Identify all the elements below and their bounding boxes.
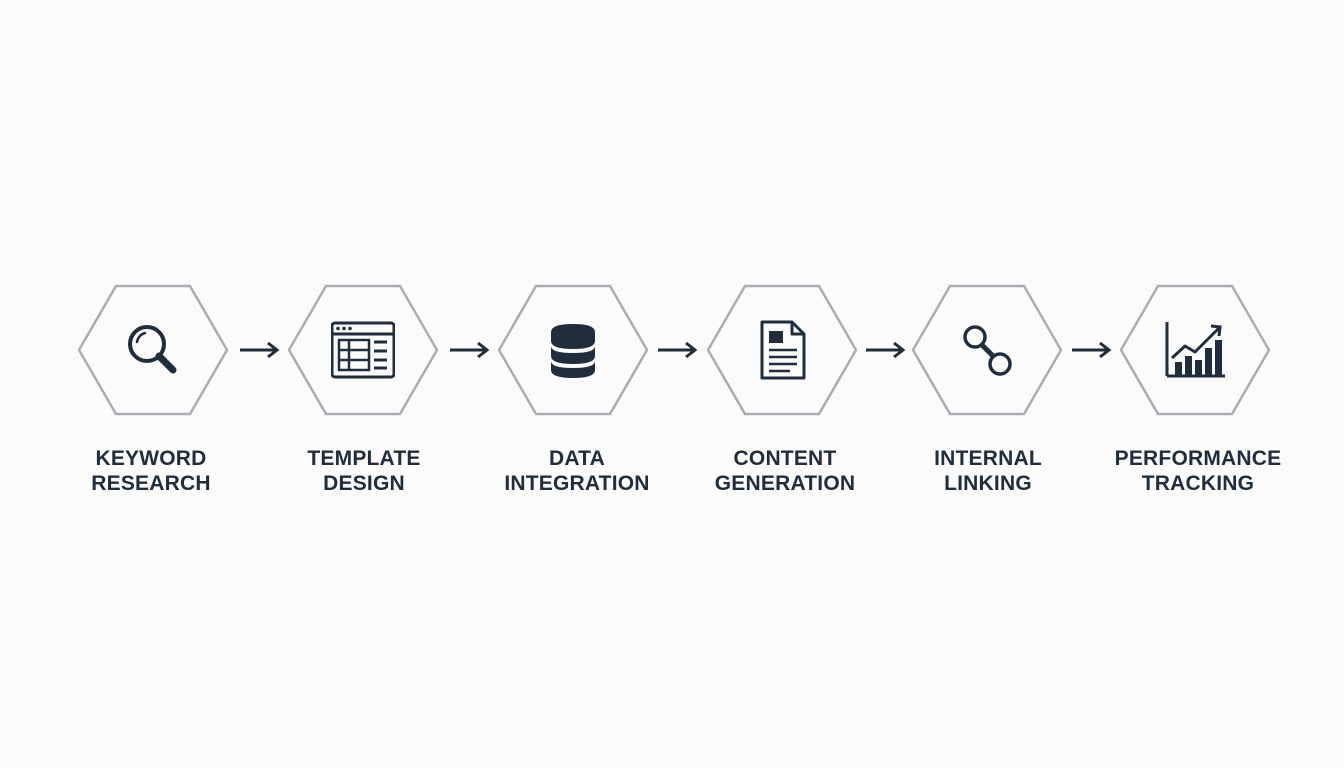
template-window-icon [331,321,395,379]
hexagon-frame [498,284,648,416]
hexagon-frame [1120,284,1270,416]
arrow-right-icon [866,341,906,359]
hexagon-frame [912,284,1062,416]
step-label-data-integration: DATA INTEGRATION [504,447,650,495]
arrow-right-icon [450,341,490,359]
magnifier-icon [128,325,177,374]
document-icon [760,320,806,380]
step-internal-linking [912,284,1062,416]
link-nodes-icon [963,325,1012,376]
step-label-content-generation: CONTENT GENERATION [714,447,856,495]
step-label-internal-linking: INTERNAL LINKING [934,447,1042,495]
step-template-design [288,284,438,416]
arrow-right-icon [1072,341,1112,359]
hexagon-frame [707,284,857,416]
hexagon-frame [288,284,438,416]
step-performance-tracking [1120,284,1270,416]
step-content-generation [707,284,857,416]
step-label-template-design: TEMPLATE DESIGN [307,447,421,495]
step-data-integration [498,284,648,416]
hexagon-frame [78,284,228,416]
arrow-right-icon [240,341,280,359]
step-keyword-research [78,284,228,416]
chart-growth-icon [1165,322,1225,378]
arrow-right-icon [658,341,698,359]
step-label-keyword-research: KEYWORD RESEARCH [91,447,211,495]
step-label-performance-tracking: PERFORMANCE TRACKING [1114,447,1282,495]
database-icon [551,324,595,378]
